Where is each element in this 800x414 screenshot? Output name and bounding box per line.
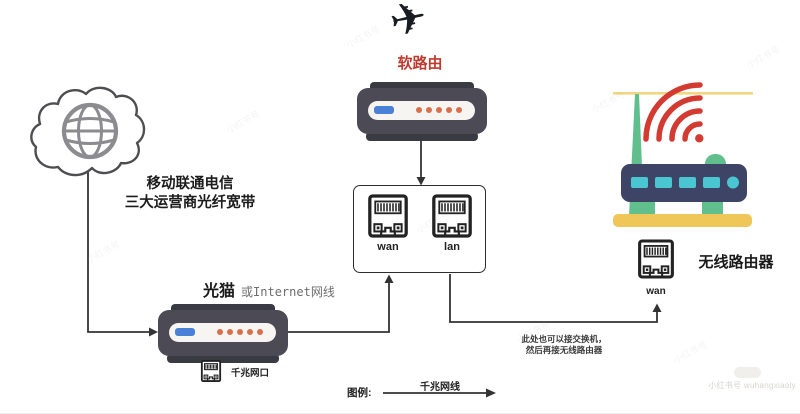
cable-modem-to-hub bbox=[283, 282, 390, 333]
arrowhead-into-wireless-wan bbox=[652, 303, 662, 312]
switch-note: 此处也可以接交换机， 然后再接无线路由器 bbox=[503, 334, 625, 355]
router-leg bbox=[702, 198, 723, 218]
rj45-port-icon bbox=[200, 360, 222, 382]
device-bottom-tab bbox=[366, 132, 478, 141]
led-dot bbox=[257, 329, 263, 335]
arrowhead-into-hub-wan bbox=[384, 274, 394, 283]
airplane-icon: ✈ bbox=[384, 0, 432, 49]
router-base bbox=[613, 214, 752, 227]
led-dot bbox=[237, 329, 243, 335]
rj45-port-icon bbox=[638, 239, 674, 279]
hub-lan-label: lan bbox=[444, 241, 460, 253]
modem-label: 光猫 bbox=[203, 283, 236, 300]
led-dots bbox=[416, 107, 462, 113]
note-line1: 此处也可以接交换机， bbox=[521, 334, 607, 344]
wireless-router-illustration bbox=[613, 82, 753, 227]
device-bottom-tab bbox=[167, 354, 279, 363]
cable-hub-lan-to-wireless bbox=[449, 274, 658, 323]
globe-icon bbox=[61, 102, 119, 160]
internet-cloud-icon bbox=[30, 86, 146, 177]
led-dot bbox=[416, 107, 422, 113]
carrier-line2: 三大运营商光纤宽带 bbox=[124, 195, 256, 211]
soft-router-device bbox=[357, 82, 487, 144]
led-bar bbox=[175, 328, 195, 336]
wireless-router-label: 无线路由器 bbox=[698, 254, 774, 271]
router-ports bbox=[631, 176, 739, 189]
device-front-panel bbox=[368, 101, 475, 120]
led-dot bbox=[446, 107, 452, 113]
soft-router-label: 软路由 bbox=[397, 55, 443, 72]
arrowhead-into-hub-top bbox=[416, 177, 426, 186]
rj45-port-icon bbox=[368, 194, 408, 238]
led-dot bbox=[426, 107, 432, 113]
led-dots bbox=[217, 329, 263, 335]
arrowhead-into-modem bbox=[149, 327, 158, 337]
modem-port-label: 千兆网口 bbox=[231, 368, 270, 379]
modem-label-row: 光猫 或Internet网线 bbox=[203, 277, 335, 301]
modem-alt-label: 或Internet网线 bbox=[241, 285, 335, 299]
watermark-handle: 小红书号 wuhangxiaoly bbox=[708, 381, 796, 390]
legend-title: 图例: bbox=[347, 387, 372, 399]
led-dot bbox=[436, 107, 442, 113]
router-leg bbox=[637, 198, 655, 218]
legend-arrowhead bbox=[486, 388, 496, 398]
cable-cloud-to-modem bbox=[87, 170, 149, 333]
led-dot bbox=[247, 329, 253, 335]
watermark-logo-badge bbox=[734, 367, 761, 378]
led-bar bbox=[374, 106, 394, 114]
shelf-line bbox=[613, 92, 753, 95]
wireless-wan-label: wan bbox=[646, 286, 666, 297]
legend-cable-label: 千兆网线 bbox=[420, 382, 460, 393]
carrier-line1: 移动联通电信 bbox=[146, 176, 234, 192]
note-line2: 然后再接无线路由器 bbox=[525, 344, 603, 355]
carrier-text: 移动联通电信 三大运营商光纤宽带 bbox=[70, 175, 310, 213]
hub-wan-label: wan bbox=[377, 241, 399, 253]
device-front-panel bbox=[169, 323, 276, 342]
led-dot bbox=[217, 329, 223, 335]
led-dot bbox=[227, 329, 233, 335]
modem-device bbox=[158, 304, 288, 366]
rj45-port-icon bbox=[432, 194, 472, 238]
led-dot bbox=[456, 107, 462, 113]
wifi-signal-icon bbox=[643, 82, 704, 143]
